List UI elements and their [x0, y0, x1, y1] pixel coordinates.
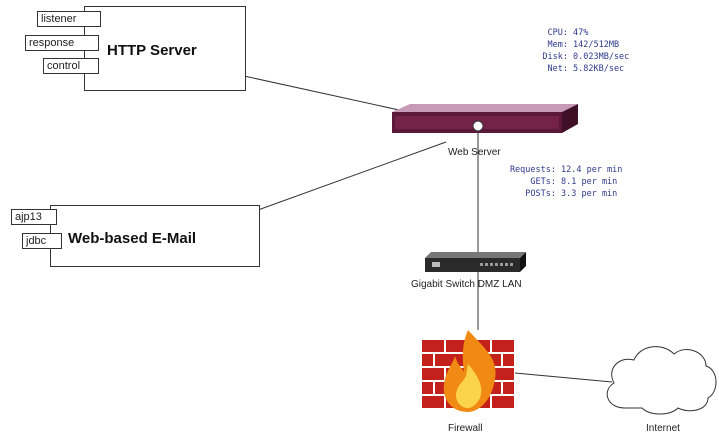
port-jdbc[interactable]: jdbc [22, 233, 62, 249]
stat-value: 47% [573, 28, 589, 38]
email-title: Web-based E-Mail [68, 230, 197, 247]
http-server-component[interactable] [84, 6, 246, 91]
stat-value: 8.1 per min [561, 177, 618, 187]
switch-icon [425, 252, 526, 272]
stat-row-cpu: CPU: 47% [510, 27, 629, 39]
firewall-label: Firewall [448, 423, 483, 434]
stat-label: Net: [547, 64, 568, 74]
port-response[interactable]: response [25, 35, 99, 51]
http-server-title: HTTP Server [107, 42, 197, 59]
internet-label: Internet [646, 423, 680, 434]
server-stats: CPU: 47% Mem: 142/512MB Disk: 0.023MB/sec N… [510, 27, 629, 75]
port-ajp13[interactable]: ajp13 [11, 209, 57, 225]
port-control[interactable]: control [43, 58, 99, 74]
stat-value: 3.3 per min [561, 189, 618, 199]
stat-label: POSTs: [525, 189, 556, 199]
connector-firewall-to-internet [514, 372, 613, 383]
stat-value: 0.023MB/sec [573, 52, 630, 62]
stat-label: GETs: [530, 177, 556, 187]
stat-label: Mem: [547, 40, 568, 50]
stat-row-requests: Requests: 12.4 per min [494, 164, 622, 176]
connector-email-to-webserver [257, 141, 447, 211]
stat-row-posts: POSTs: 3.3 per min [494, 188, 622, 200]
web-server-label: Web Server [448, 147, 501, 158]
stat-label: Disk: [542, 52, 568, 62]
stat-row-disk: Disk: 0.023MB/sec [510, 51, 629, 63]
stat-value: 5.82KB/sec [573, 64, 625, 74]
request-stats: Requests: 12.4 per min GETs: 8.1 per min P… [494, 164, 622, 200]
internet-cloud-icon [606, 346, 717, 415]
stat-row-gets: GETs: 8.1 per min [494, 176, 622, 188]
connector-http-to-webserver [243, 75, 409, 113]
web-server-icon [392, 104, 578, 133]
port-listener[interactable]: listener [37, 11, 101, 27]
firewall-icon [422, 330, 514, 412]
stat-row-net: Net: 5.82KB/sec [510, 63, 629, 75]
email-component[interactable] [50, 205, 260, 267]
switch-label: Gigabit Switch DMZ LAN [411, 279, 522, 290]
stat-value: 12.4 per min [561, 165, 623, 175]
stat-label: Requests: [509, 165, 556, 175]
stat-value: 142/512MB [573, 40, 620, 50]
stat-label: CPU: [547, 28, 568, 38]
stat-row-mem: Mem: 142/512MB [510, 39, 629, 51]
